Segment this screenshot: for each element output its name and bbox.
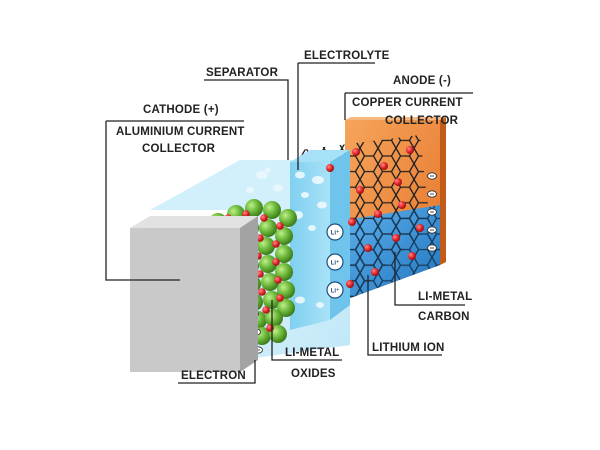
label-separator: SEPARATOR (206, 67, 279, 79)
lithium-ion-2: Li⁺ (326, 253, 344, 271)
label-lithium-ion: LITHIUM ION (372, 342, 444, 354)
ion-label: Li⁺ (331, 260, 340, 267)
anode-lithium-atoms (326, 146, 424, 288)
anode-electrons (427, 172, 437, 252)
aluminium-collector-top (130, 216, 258, 228)
label-li-metal-carbon-line1: LI-METAL (418, 291, 472, 303)
label-li-metal-oxides-line2: OXIDES (291, 368, 336, 380)
ion-label: Li⁺ (331, 288, 340, 295)
label-aluminium-collector-line1: ALUMINIUM CURRENT (116, 126, 245, 138)
label-li-metal-carbon-line2: CARBON (418, 311, 470, 323)
label-electrolyte: ELECTROLYTE (304, 50, 390, 62)
label-anode: ANODE (-) (393, 75, 451, 87)
lithium-ion-3: Li⁺ (326, 281, 344, 299)
ion-label: Li⁺ (331, 230, 340, 237)
label-copper-collector-line1: COPPER CURRENT (352, 97, 463, 109)
copper-collector-top (345, 117, 446, 120)
label-cathode: CATHODE (+) (143, 104, 219, 116)
leader-lines (105, 62, 473, 384)
label-li-metal-oxides-line1: LI-METAL (285, 347, 339, 359)
aluminium-collector-side (240, 216, 258, 372)
separator-front (290, 162, 330, 330)
label-copper-collector-line2: COLLECTOR (385, 115, 459, 127)
lithium-ion-1: Li⁺ (326, 223, 344, 241)
lithium-ions-in-separator: Li⁺ Li⁺ Li⁺ (326, 223, 344, 299)
label-electron: ELECTRON (181, 370, 246, 382)
aluminium-collector-front (130, 228, 240, 372)
label-aluminium-collector-line2: COLLECTOR (142, 143, 216, 155)
copper-collector-side (440, 117, 446, 265)
